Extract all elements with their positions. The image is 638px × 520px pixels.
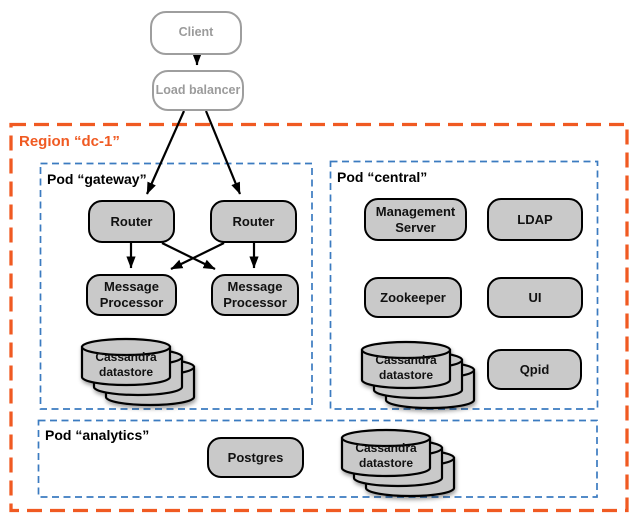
arrow-router-left-to-mp-right xyxy=(161,242,216,270)
arrow-loadbalancer-to-router-left xyxy=(145,110,186,195)
arrow-loadbalancer-to-router-right xyxy=(204,110,242,195)
ldap-node: LDAP xyxy=(487,198,583,241)
pod-central-border xyxy=(329,160,599,410)
arrow-router-right-to-mp-left xyxy=(170,242,225,270)
router-node-left: Router xyxy=(88,200,175,243)
cassandra-datastore-label-central: Cassandra datastore xyxy=(375,353,437,382)
region-dc1-border xyxy=(9,122,629,513)
client-node: Client xyxy=(150,11,242,55)
message-processor-node-right: Message Processor xyxy=(211,274,299,316)
postgres-node: Postgres xyxy=(207,437,304,478)
message-processor-node-left: Message Processor xyxy=(86,274,177,316)
load-balancer-node: Load balancer xyxy=(152,70,244,111)
cassandra-datastore-label-gateway: Cassandra datastore xyxy=(95,350,157,379)
pod-gateway-border xyxy=(39,162,313,410)
region-dc1-label: Region “dc-1” xyxy=(19,133,120,150)
cassandra-datastore-label-analytics: Cassandra datastore xyxy=(355,441,417,470)
management-server-node: Management Server xyxy=(364,198,467,241)
pod-gateway-label: Pod “gateway” xyxy=(47,171,147,187)
router-node-right: Router xyxy=(210,200,297,243)
qpid-node: Qpid xyxy=(487,349,582,390)
ui-node: UI xyxy=(487,277,583,318)
pod-analytics-border xyxy=(37,419,598,498)
pod-analytics-label: Pod “analytics” xyxy=(45,427,150,443)
zookeeper-node: Zookeeper xyxy=(364,277,462,318)
connection-arrows xyxy=(126,53,259,270)
pod-central-label: Pod “central” xyxy=(337,169,428,185)
